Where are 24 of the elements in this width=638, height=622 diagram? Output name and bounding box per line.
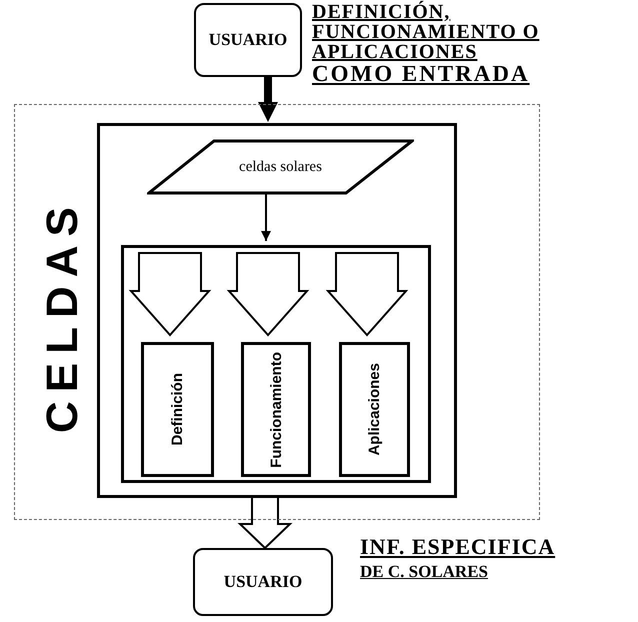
box-label: Definición xyxy=(169,373,186,446)
box-label: celdas solares xyxy=(239,158,322,176)
process-box xyxy=(241,342,311,477)
vertical-title: CELDAS xyxy=(41,198,85,436)
process-box xyxy=(141,342,214,477)
dashed-region xyxy=(14,104,540,520)
box-label: Aplicaciones xyxy=(366,363,383,456)
box-label: Funcionamiento xyxy=(268,352,284,468)
frame-box xyxy=(97,123,457,498)
block-arrow xyxy=(326,252,408,336)
terminal-box xyxy=(194,3,302,77)
block-arrow xyxy=(128,252,212,336)
underlined-heading: COMO ENTRADA xyxy=(312,64,530,84)
box-label: USUARIO xyxy=(224,572,302,592)
process-box xyxy=(339,342,410,477)
block-arrow xyxy=(238,496,292,550)
box-label: USUARIO xyxy=(208,30,288,50)
frame-box xyxy=(121,245,431,483)
underlined-heading: DE C. SOLARES xyxy=(360,562,488,582)
underlined-heading: INF. ESPECIFICA xyxy=(360,537,556,557)
block-arrow xyxy=(226,252,310,336)
terminal-box xyxy=(193,548,333,616)
underlined-heading: DEFINICIÓN, FUNCIONAMIENTO O APLICACIONES xyxy=(312,2,540,62)
arrow xyxy=(258,77,278,122)
